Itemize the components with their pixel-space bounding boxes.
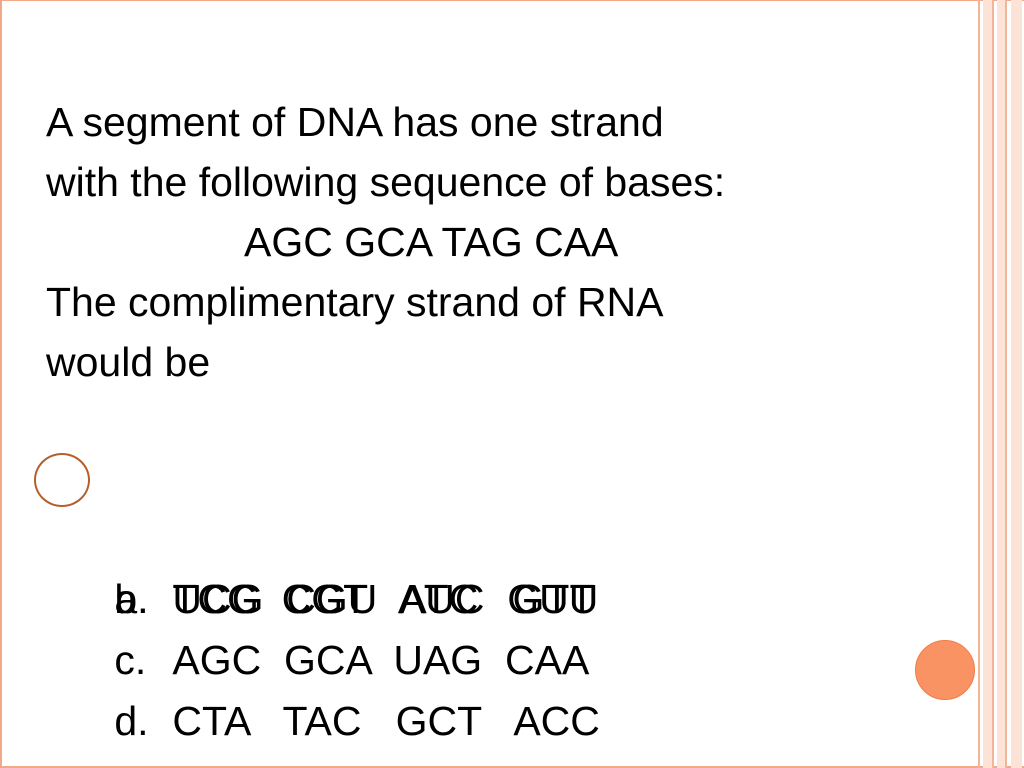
- option-d[interactable]: d. CTA TAC GCT ACC: [46, 630, 600, 744]
- question-line: The complimentary strand of RNA: [46, 279, 664, 325]
- option-b[interactable]: b. TCG CGT ATC GTT: [46, 508, 600, 622]
- option-c[interactable]: c. AGC GCA UAG CAA: [46, 569, 600, 683]
- frame-left-border: [0, 0, 2, 768]
- decor-circle-icon: [915, 640, 975, 700]
- question-line: with the following sequence of bases:: [46, 159, 726, 205]
- decor-stripe: [997, 0, 1005, 768]
- decor-stripe: [983, 0, 992, 768]
- option-text: AGC GCA UAG CAA: [172, 637, 590, 683]
- decor-stripe: [978, 0, 980, 768]
- decor-stripe: [1011, 0, 1022, 768]
- frame-top-border: [0, 0, 1024, 1]
- decor-stripe: [992, 0, 994, 768]
- frame-bottom-border: [0, 766, 1024, 768]
- option-letter: d.: [114, 698, 149, 744]
- option-a[interactable]: a. UCG CGU AUC GUU: [34, 447, 600, 622]
- question-line: A segment of DNA has one strand: [46, 99, 664, 145]
- option-letter: c.: [114, 637, 147, 683]
- option-text: UCG CGU AUC GUU: [172, 576, 599, 622]
- option-text: CTA TAC GCT ACC: [172, 698, 600, 744]
- option-text: TCG CGT ATC GTT: [172, 576, 595, 622]
- question-text: A segment of DNA has one strand with the…: [46, 92, 966, 392]
- answer-circle-icon: [34, 453, 90, 507]
- decor-stripe: [1005, 0, 1007, 768]
- question-line: would be: [46, 339, 211, 385]
- option-letter: b.: [114, 576, 149, 622]
- dna-sequence: AGC GCA TAG CAA: [244, 219, 619, 265]
- option-letter: a.: [114, 576, 149, 622]
- answer-options: a. UCG CGU AUC GUU b. TCG CGT ATC GTT c. AG…: [34, 447, 600, 744]
